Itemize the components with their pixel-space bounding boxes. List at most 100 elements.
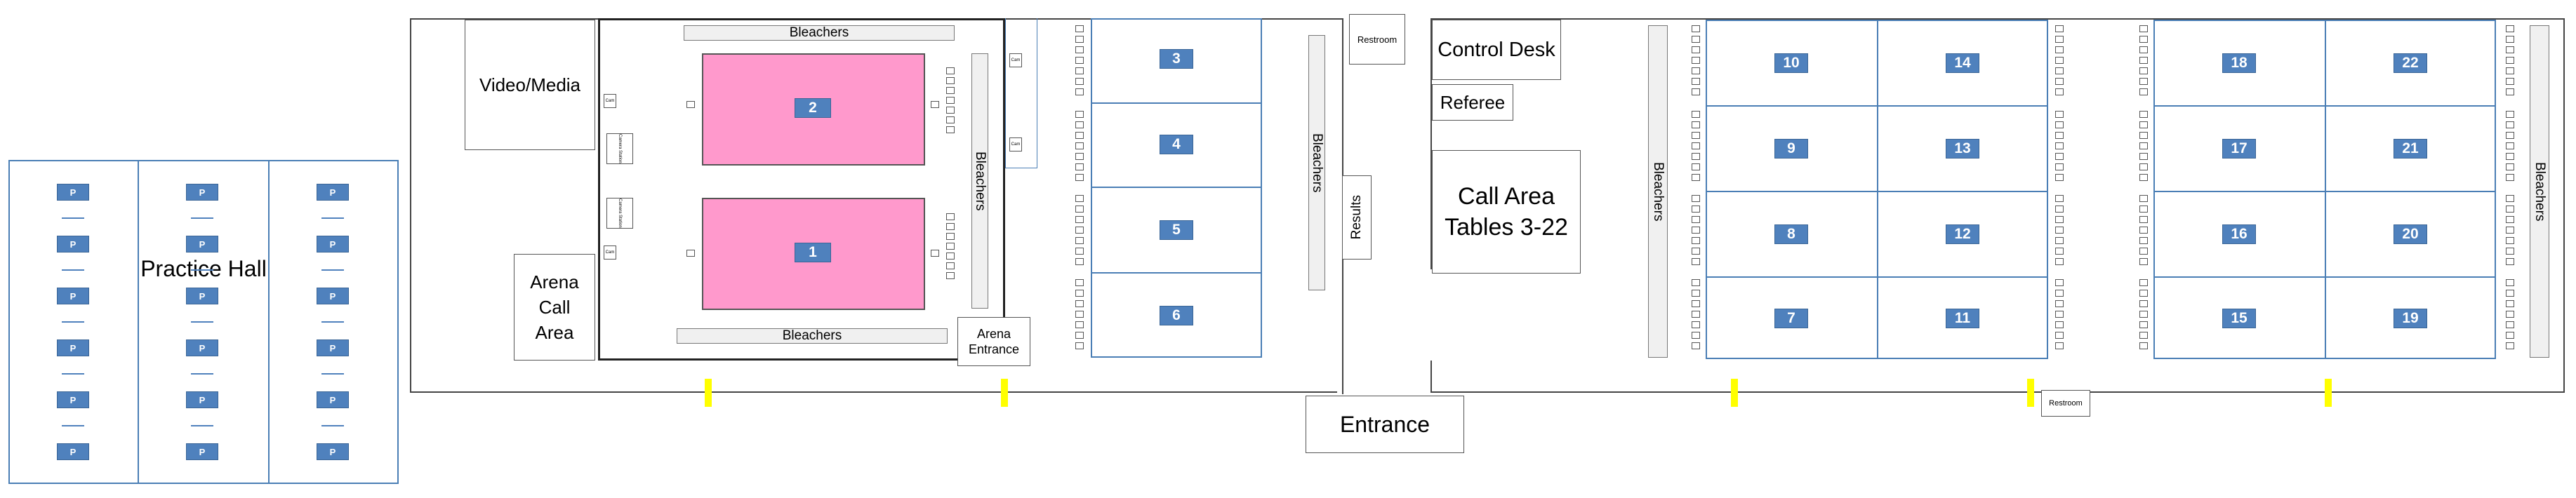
seat [1692, 121, 1700, 128]
seat [2506, 227, 2514, 234]
seat [2506, 290, 2514, 297]
seat [2055, 132, 2064, 139]
seat [2055, 121, 2064, 128]
seat [946, 116, 955, 123]
practice-divider [62, 425, 84, 426]
table-badge: 13 [1946, 139, 1979, 159]
seat [1692, 46, 1700, 53]
table-badge: 11 [1946, 309, 1979, 328]
practice-badge: P [186, 339, 218, 356]
seat [1692, 227, 1700, 234]
seat [1692, 279, 1700, 286]
seat [2139, 142, 2148, 149]
seat [2055, 111, 2064, 118]
seat [2055, 36, 2064, 43]
seat [2139, 36, 2148, 43]
control-desk: Control Desk [1432, 20, 1561, 80]
seat [2055, 216, 2064, 223]
judge-seat [686, 250, 695, 257]
exit-marker [705, 379, 712, 407]
seat [1692, 78, 1700, 85]
seat [946, 126, 955, 133]
seat [1075, 46, 1084, 53]
seat [2055, 342, 2064, 349]
main-bleachers-right: Bleachers [2530, 25, 2549, 358]
main-entrance[interactable]: Entrance [1306, 396, 1464, 453]
seat [2139, 321, 2148, 328]
judge-seat [931, 250, 939, 257]
seat [2055, 332, 2064, 339]
seat [2506, 311, 2514, 318]
cam-box: Cam [604, 94, 616, 108]
table-badge: 9 [1774, 139, 1808, 159]
cam-box: Cam [1009, 53, 1022, 67]
table-badge: 22 [2394, 53, 2427, 73]
seat [2139, 227, 2148, 234]
seat [946, 97, 955, 104]
seat [2506, 46, 2514, 53]
exit-marker [1731, 379, 1738, 407]
table-4-badge: 4 [1160, 135, 1193, 154]
camera-station: Camera Station [606, 133, 633, 164]
camera-station: Camera Station [606, 198, 633, 229]
practice-badge: P [186, 236, 218, 253]
seat [2055, 195, 2064, 202]
seat [2506, 258, 2514, 265]
practice-badge: P [317, 184, 349, 201]
seat [1075, 142, 1084, 149]
seat [1692, 67, 1700, 74]
seat [946, 87, 955, 94]
exit-marker [2027, 379, 2034, 407]
table-badge: 15 [2222, 309, 2256, 328]
seat [946, 272, 955, 279]
arena-bleachers-bottom: Bleachers [677, 328, 948, 344]
seat [2139, 111, 2148, 118]
practice-divider [191, 269, 213, 271]
seat [1692, 248, 1700, 255]
seat [1075, 206, 1084, 213]
arena-call-area-label: Arena Call Area [530, 271, 579, 343]
exit-marker [2325, 379, 2332, 407]
practice-divider [191, 373, 213, 375]
seat [1075, 174, 1084, 181]
seat [2055, 25, 2064, 32]
seat [1075, 216, 1084, 223]
seat [1075, 57, 1084, 64]
seat [1075, 300, 1084, 307]
seat [2139, 290, 2148, 297]
seat [2055, 88, 2064, 95]
seat [2055, 153, 2064, 160]
table-badge: 21 [2394, 139, 2427, 159]
practice-badge: P [57, 391, 89, 408]
seat [2139, 132, 2148, 139]
table-6-badge: 6 [1160, 306, 1193, 325]
arena-competition-area [598, 18, 1005, 361]
video-media-label: Video/Media [479, 74, 581, 95]
seat [1075, 163, 1084, 170]
left-hall-bleachers: Bleachers [1308, 35, 1325, 290]
seat [2139, 25, 2148, 32]
arena-entrance: Arena Entrance [957, 317, 1030, 366]
seat [1075, 332, 1084, 339]
tables-3-6-block [1091, 18, 1262, 358]
seat [2055, 321, 2064, 328]
practice-badge: P [317, 443, 349, 460]
practice-divider [321, 321, 344, 323]
seat [1075, 321, 1084, 328]
main-call-area: Call Area Tables 3-22 [1432, 150, 1581, 274]
seat [2506, 153, 2514, 160]
cam-box: Cam [1009, 137, 1022, 152]
seat [2055, 67, 2064, 74]
seat [2506, 237, 2514, 244]
row-divider [1091, 272, 1262, 274]
seat [1075, 279, 1084, 286]
practice-hall-divider [138, 160, 139, 484]
table-1-badge: 1 [795, 243, 831, 262]
seat [2055, 279, 2064, 286]
practice-hall [8, 160, 399, 484]
row-divider [2153, 191, 2496, 192]
table-badge: 16 [2222, 224, 2256, 244]
table-badge: 20 [2394, 224, 2427, 244]
wall-edge [1342, 269, 1343, 394]
